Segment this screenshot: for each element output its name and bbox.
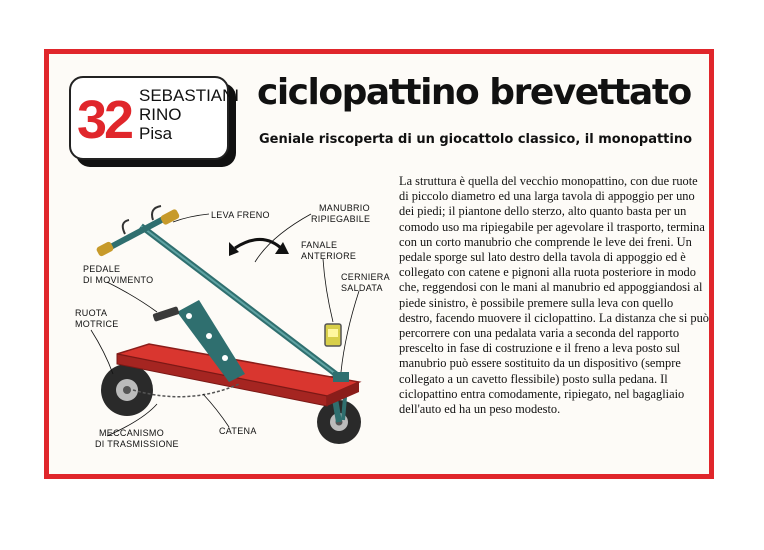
rear-wheel (101, 364, 153, 416)
label-di-trasmissione: DI TRASMISSIONE (95, 439, 179, 449)
handlebar (96, 205, 180, 257)
label-ruota: RUOTA (75, 308, 107, 318)
label-pedale: PEDALE (83, 264, 120, 274)
steering-column (139, 223, 343, 381)
article-title: ciclopattino brevettato (257, 72, 692, 113)
inventor-firstname: RINO (139, 105, 182, 124)
hinge (333, 372, 349, 382)
chain (132, 383, 240, 398)
entry-badge: 32 SEBASTIANI RINO Pisa (69, 76, 239, 160)
label-leva-freno: LEVA FRENO (211, 210, 270, 220)
article-subtitle: Geniale riscoperta di un giocattolo clas… (259, 132, 693, 147)
label-saldata: SALDATA (341, 283, 383, 293)
article-card: 32 SEBASTIANI RINO Pisa ciclopattino bre… (44, 49, 714, 479)
label-di-movimento: DI MOVIMENTO (83, 275, 153, 285)
label-anteriore: ANTERIORE (301, 251, 356, 261)
label-motrice: MOTRICE (75, 319, 119, 329)
article-body: La struttura è quella del vecchio monopa… (399, 174, 710, 417)
label-catena: CATENA (219, 426, 257, 436)
label-manubrio: MANUBRIO (319, 203, 370, 213)
inventor-city: Pisa (139, 124, 173, 143)
scooter-illustration: LEVA FRENO MANUBRIO RIPIEGABILE FANALE A… (75, 203, 390, 449)
fold-arrow-icon (234, 238, 285, 252)
inventor-surname: SEBASTIANI (139, 86, 240, 105)
inventor-info: SEBASTIANI RINO Pisa (139, 86, 239, 143)
front-lamp (324, 323, 342, 347)
pedal-lever (152, 300, 245, 382)
entry-number: 32 (77, 90, 134, 150)
label-fanale: FANALE (301, 240, 337, 250)
label-ripiegabile: RIPIEGABILE (311, 214, 370, 224)
label-meccanismo: MECCANISMO (99, 428, 164, 438)
label-cerniera: CERNIERA (341, 272, 390, 282)
